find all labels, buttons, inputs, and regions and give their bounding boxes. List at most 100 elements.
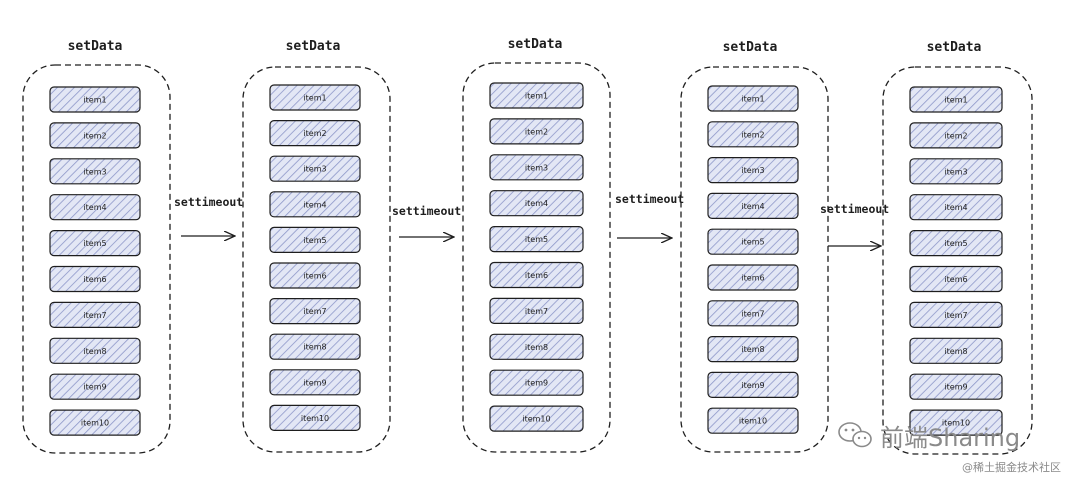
settimeout-arrow: settimeout [174, 195, 243, 236]
list-item: item7 [909, 301, 1003, 328]
item-label: item6 [83, 275, 106, 284]
item-label: item4 [525, 199, 548, 208]
item-label: item7 [741, 309, 764, 318]
item-box [489, 154, 584, 181]
list-item: item2 [489, 118, 584, 145]
group-title: setData [68, 39, 123, 54]
list-item: item8 [909, 337, 1003, 364]
watermark-brand: 前端Sharing [880, 424, 1020, 452]
item-box [909, 158, 1003, 185]
list-item: item2 [707, 121, 799, 148]
item-box [269, 333, 361, 360]
list-item: item5 [489, 226, 584, 253]
list-item: item3 [49, 158, 141, 185]
list-item: item4 [489, 190, 584, 217]
item-box [707, 407, 799, 434]
list-item: item6 [49, 265, 141, 293]
list-item: item8 [269, 333, 361, 360]
item-label: item2 [944, 131, 967, 140]
item-label: item1 [303, 94, 326, 103]
list-item: item2 [909, 122, 1003, 149]
item-box [489, 369, 584, 396]
item-box [489, 118, 584, 145]
list-item: item10 [269, 404, 361, 431]
item-box [909, 301, 1003, 328]
list-item: item6 [269, 262, 361, 289]
item-box [489, 82, 584, 109]
item-box [489, 405, 584, 432]
item-label: item5 [944, 239, 967, 248]
item-label: item9 [83, 383, 106, 392]
settimeout-arrow: settimeout [820, 202, 889, 246]
item-box [909, 230, 1003, 257]
item-label: item4 [944, 203, 967, 212]
item-label: item8 [741, 345, 764, 354]
list-item: item1 [707, 85, 799, 112]
item-box [49, 86, 141, 113]
list-item: item7 [707, 300, 799, 327]
item-box [269, 298, 361, 325]
list-item: item7 [49, 301, 141, 328]
arrow-label: settimeout [820, 202, 889, 216]
list-item: item3 [909, 158, 1003, 185]
item-label: item8 [525, 343, 548, 352]
item-label: item7 [83, 311, 106, 320]
item-label: item8 [303, 343, 326, 352]
setdata-group: setDataitem1item2item3item4item5item6ite… [680, 40, 829, 453]
item-box [909, 265, 1003, 293]
group-title: setData [723, 40, 778, 55]
item-label: item7 [525, 307, 548, 316]
list-item: item7 [489, 297, 584, 324]
list-item: item1 [489, 82, 584, 109]
item-box [489, 297, 584, 324]
group-title: setData [927, 40, 982, 55]
item-box [49, 301, 141, 328]
item-box [49, 337, 141, 364]
item-box [707, 264, 799, 291]
item-box [269, 226, 361, 253]
item-box [707, 300, 799, 327]
list-item: item9 [269, 369, 361, 396]
item-label: item4 [741, 202, 764, 211]
item-box [269, 119, 361, 147]
item-label: item2 [525, 127, 548, 136]
list-item: item6 [909, 265, 1003, 293]
list-item: item7 [269, 298, 361, 325]
list-item: item8 [489, 333, 584, 360]
arrow-label: settimeout [615, 192, 684, 206]
item-label: item1 [741, 95, 764, 104]
item-box [489, 333, 584, 360]
item-box [49, 409, 141, 436]
list-item: item2 [49, 122, 141, 149]
item-box [269, 404, 361, 431]
list-item: item5 [269, 226, 361, 253]
item-label: item3 [303, 165, 326, 174]
list-item: item10 [489, 405, 584, 432]
item-box [909, 373, 1003, 400]
group-dashed-border [680, 66, 829, 453]
list-item: item1 [909, 86, 1003, 113]
item-box [707, 371, 799, 398]
list-item: item9 [489, 369, 584, 396]
item-box [49, 373, 141, 400]
setdata-groups: setData item1 item2 item3 item4 item5 item6 ite… [22, 37, 1033, 455]
watermark: 前端Sharing @稀土掘金技术社区 [838, 422, 1061, 474]
list-item: item3 [269, 155, 361, 182]
item-label: item10 [739, 417, 767, 426]
item-label: item9 [741, 381, 764, 390]
item-box [909, 122, 1003, 149]
group-dashed-border [882, 66, 1033, 455]
item-label: item10 [81, 419, 109, 428]
item-label: item9 [944, 383, 967, 392]
item-box [489, 190, 584, 217]
item-box [489, 226, 584, 253]
list-item: item5 [49, 230, 141, 257]
group-dashed-border [462, 62, 611, 453]
item-label: item10 [522, 415, 550, 424]
list-item: item4 [909, 194, 1003, 221]
item-label: item5 [525, 235, 548, 244]
list-item: item10 [49, 409, 141, 436]
group-dashed-border [22, 64, 171, 454]
item-box [909, 194, 1003, 221]
